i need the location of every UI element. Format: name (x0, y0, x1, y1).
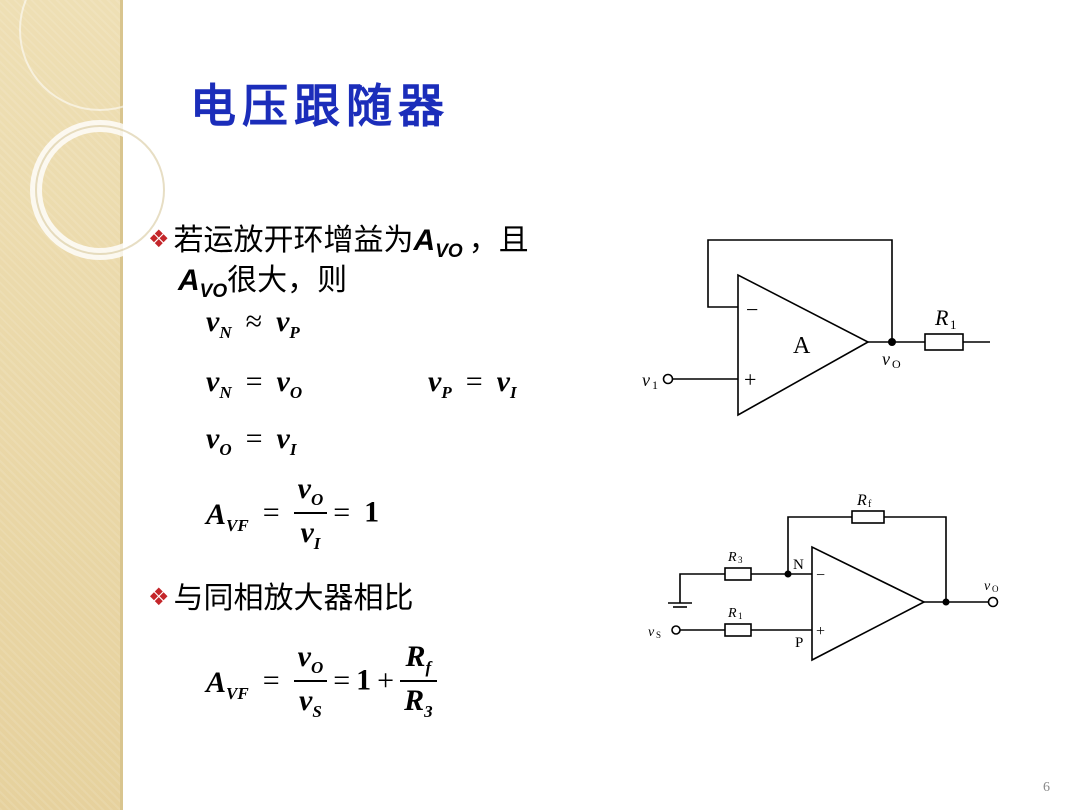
var: v (300, 515, 314, 549)
bullet-item-compare: ❖与同相放大器相比 (148, 580, 414, 619)
input-label: v (642, 370, 650, 390)
inverting-input-sign: − (816, 567, 825, 584)
var: v (276, 365, 290, 398)
bullet-item-open-loop-gain: ❖若运放开环增益为AVO，且 (148, 222, 529, 264)
equation-vn-eq-vo: vN=vO (206, 365, 303, 402)
resistor-subscript: 1 (950, 317, 957, 332)
output-subscript: O (992, 584, 999, 594)
var-sub: P (441, 383, 452, 402)
inverting-input-sign: − (746, 297, 758, 322)
noninverting-input-sign: + (744, 367, 756, 392)
var: v (428, 365, 442, 398)
equation-vn-approx-vp: vN≈vP (206, 305, 300, 342)
operator: = (333, 495, 351, 529)
var: v (206, 422, 220, 455)
source-subscript: S (656, 630, 661, 640)
r1-label: R (727, 606, 737, 621)
equation-vp-eq-vi: vP=vI (428, 365, 517, 402)
var: v (297, 640, 311, 673)
resistor-label: R (934, 305, 949, 330)
operator: = (333, 663, 351, 697)
operator: = (262, 495, 280, 529)
bullet-text-part: 若运放开环增益为 (173, 223, 414, 258)
var-sub: f (425, 658, 432, 677)
bullet-text-part: 很大，则 (227, 263, 348, 298)
var-sub: S (312, 701, 322, 721)
var-sub: P (289, 323, 300, 342)
output-label: v (882, 349, 890, 369)
var-sub: VF (226, 515, 249, 535)
var-sub: O (289, 383, 303, 402)
output-label: v (984, 579, 991, 594)
amplifier-label: A (793, 333, 811, 359)
operator: ≈ (245, 305, 263, 338)
source-label: v (648, 625, 655, 640)
var-sub: I (509, 383, 517, 402)
operator: = (245, 365, 263, 398)
var: v (276, 422, 290, 455)
bullet-item-line-2: AVO很大，则 (178, 262, 347, 304)
constant: 1 (356, 663, 372, 697)
feedback-resistor-label: R (856, 492, 867, 509)
stripe-edge (120, 0, 123, 810)
slide-title: 电压跟随器 (190, 79, 450, 133)
page-number: 6 (1043, 780, 1050, 795)
var: v (496, 365, 510, 398)
feedback-resistor-subscript: f (868, 499, 872, 510)
r3-subscript: 3 (738, 555, 743, 565)
operator: = (262, 663, 280, 697)
noninverting-amplifier-circuit: R f R 3 R 1 N P − + v S v O (648, 492, 999, 662)
var-sub: I (289, 440, 297, 459)
decorative-side-stripe (0, 0, 120, 810)
var-sub: 3 (424, 701, 433, 721)
var: A (206, 497, 227, 531)
noninverting-input-sign: + (816, 623, 825, 640)
bullet-text: 与同相放大器相比 (173, 581, 414, 616)
voltage-follower-circuit: − + A R 1 v O v 1 (642, 239, 990, 417)
gain-symbol: A (178, 264, 200, 297)
var-sub: O (310, 658, 324, 677)
operator: + (377, 663, 395, 697)
var-sub: VF (226, 683, 249, 703)
gain-symbol: A (413, 224, 436, 257)
input-subscript: 1 (652, 378, 658, 392)
result-value: 1 (364, 495, 380, 529)
var: R (404, 683, 425, 717)
var-sub: N (219, 383, 232, 402)
r1-subscript: 1 (738, 611, 743, 621)
bullet-text-part: ，且 (468, 223, 529, 258)
gain-subscript: VO (435, 241, 463, 262)
var: v (299, 683, 313, 717)
var-sub: I (313, 533, 321, 553)
var-sub: O (219, 440, 232, 459)
node-p-label: P (795, 635, 803, 651)
output-subscript: O (892, 357, 901, 371)
var: v (206, 305, 220, 338)
var: R (405, 640, 426, 673)
diamond-bullet-icon: ❖ (148, 583, 170, 611)
equation-vo-eq-vi: vO=vI (206, 422, 297, 459)
var: v (206, 365, 220, 398)
node-n-label: N (793, 557, 804, 573)
diamond-bullet-icon: ❖ (148, 225, 170, 253)
operator: = (465, 365, 483, 398)
var: v (276, 305, 290, 338)
operator: = (245, 422, 263, 455)
var: v (297, 472, 311, 505)
var: A (206, 665, 227, 699)
var-sub: O (310, 490, 324, 509)
r3-label: R (727, 550, 737, 565)
gain-subscript: VO (199, 281, 228, 302)
var-sub: N (219, 323, 232, 342)
